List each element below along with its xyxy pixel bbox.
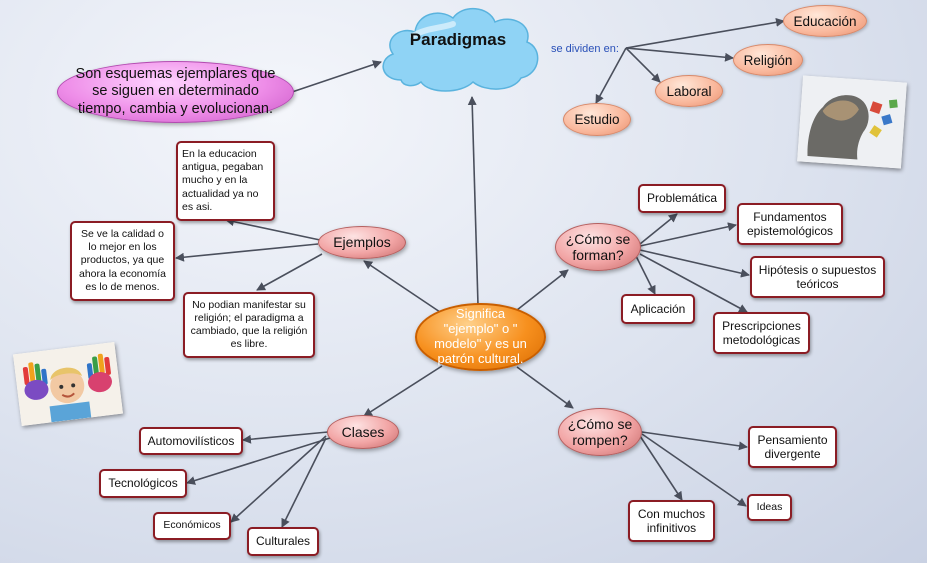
rompen-node: ¿Cómo se rompen? [558,408,642,456]
link-caption-religion [625,47,734,62]
ejemplo-box-3: No podian manifestar su religión; el par… [183,292,315,358]
rompen-label: ¿Cómo se rompen? [567,415,633,448]
clases-box-cult: Culturales [247,527,319,556]
brain-puzzle-image [797,75,907,169]
link-rompen-pensamiento [641,431,748,451]
link-forman-prescripciones [639,253,748,313]
link-clases-tecno [186,437,331,485]
link-center-rompen [516,366,574,409]
link-forman-aplicacion [635,255,656,295]
division-estudio: Estudio [563,103,631,136]
rompen-text-ideas: Ideas [756,500,783,513]
clases-node: Clases [327,415,399,449]
ejemplo-text-1: En la educacion antigua, pegaban mucho y… [182,148,264,213]
clases-text-cult: Culturales [255,534,311,549]
rompen-text-pensamiento: Pensamiento divergente [757,432,828,461]
link-caption-educacion [625,17,785,49]
clases-text-econ: Económicos [163,519,221,532]
division-educacion: Educación [783,5,867,37]
ejemplos-node: Ejemplos [318,226,406,259]
forman-node: ¿Cómo se forman? [555,223,641,271]
child-painted-hands-image [12,342,124,426]
link-center-clases [363,365,443,417]
forman-text-prescripciones: Prescripciones metodológicas [722,318,801,347]
clases-box-econ: Económicos [153,512,231,540]
divided-caption: se dividen en: [551,43,619,55]
link-center-ejemplos [363,260,441,313]
definition-oval: Son esquemas ejemplares que se siguen en… [57,61,294,123]
link-rompen-ideas [641,433,747,507]
link-forman-problematica [639,213,678,245]
forman-box-aplicacion: Aplicación [621,294,695,324]
center-concept: Significa "ejemplo" o " modelo" y es un … [415,303,546,371]
forman-text-problematica: Problemática [646,191,718,206]
link-center-title [467,96,479,306]
clases-label: Clases [341,423,385,440]
link-clases-auto [242,431,329,444]
clases-box-tecno: Tecnológicos [99,469,187,498]
link-caption-laboral [625,47,661,83]
forman-text-fundamentos: Fundamentos epistemológicos [746,209,834,238]
link-ejemplos-1 [225,217,321,241]
division-estudio-label: Estudio [574,112,620,127]
forman-box-fundamentos: Fundamentos epistemológicos [737,203,843,245]
clases-text-auto: Automovilísticos [147,433,235,448]
clases-box-auto: Automovilísticos [139,427,243,455]
forman-label: ¿Cómo se forman? [565,230,631,263]
rompen-box-ideas: Ideas [747,494,792,521]
division-religion-label: Religión [743,52,793,68]
clases-text-tecno: Tecnológicos [108,476,178,491]
link-definition-title [291,60,382,93]
rompen-box-infinitivos: Con muchos infinitivos [628,500,715,542]
forman-box-hipotesis: Hipótesis o supuestos teóricos [750,256,885,298]
ejemplo-text-2: Se ve la calidad o lo mejor en los produ… [79,228,166,293]
forman-box-problematica: Problemática [638,184,726,213]
link-clases-econ [230,435,327,523]
division-educacion-label: Educación [793,13,857,29]
rompen-box-pensamiento: Pensamiento divergente [748,426,837,468]
link-forman-hipotesis [639,249,750,278]
ejemplos-label: Ejemplos [333,234,391,251]
link-ejemplos-3 [256,253,323,291]
link-center-forman [516,269,569,311]
link-forman-fundamentos [639,222,737,247]
ejemplo-box-2: Se ve la calidad o lo mejor en los produ… [70,221,175,301]
forman-text-aplicacion: Aplicación [630,301,686,316]
link-ejemplos-2 [175,243,319,262]
definition-text: Son esquemas ejemplares que se siguen en… [75,65,276,117]
division-laboral: Laboral [655,75,723,107]
map-title: Paradigmas [409,30,507,49]
forman-box-prescripciones: Prescripciones metodológicas [713,312,810,354]
link-clases-cult [281,437,327,528]
division-laboral-label: Laboral [666,83,712,99]
rompen-text-infinitivos: Con muchos infinitivos [637,506,706,535]
link-caption-estudio [595,47,627,104]
center-text: Significa "ejemplo" o " modelo" y es un … [434,306,527,366]
link-rompen-infinitivos [639,435,683,501]
ejemplo-text-3: No podian manifestar su religión; el par… [190,298,308,351]
title-cloud [382,8,539,92]
forman-text-hipotesis: Hipótesis o supuestos teóricos [758,262,877,291]
ejemplo-box-1: En la educacion antigua, pegaban mucho y… [176,141,275,221]
division-religion: Religión [733,44,803,76]
